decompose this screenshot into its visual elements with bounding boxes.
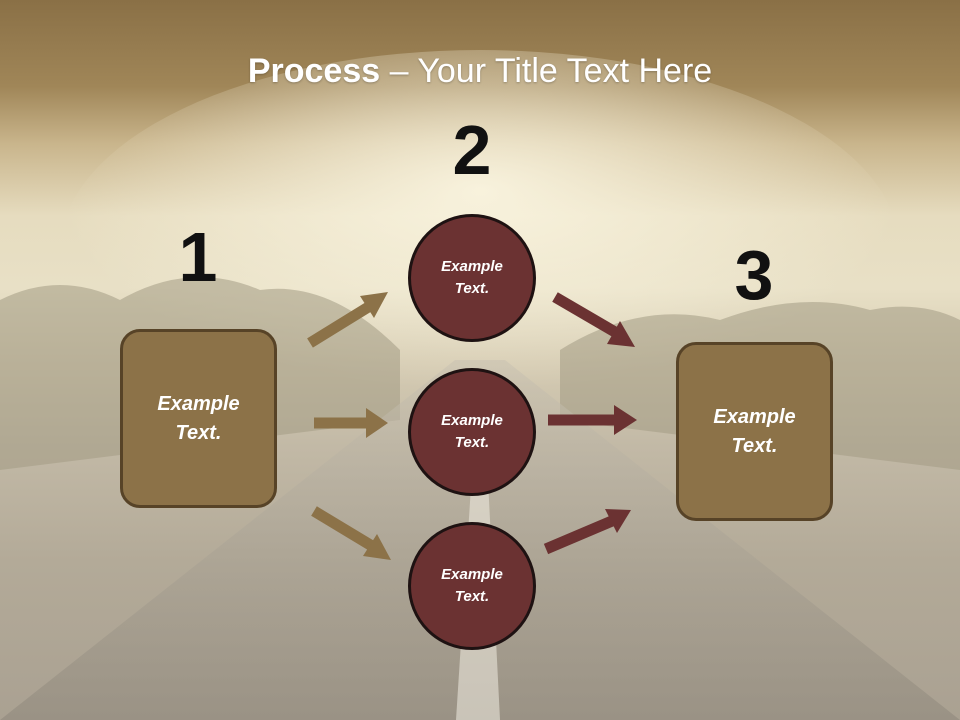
step-box-3-label: Example Text. bbox=[713, 405, 796, 457]
circle-bottom-label: Example Text. bbox=[441, 565, 503, 606]
step-box-3: Example Text. bbox=[676, 342, 833, 521]
arrow-circle-top-to-box3 bbox=[552, 292, 635, 347]
step-number-2: 2 bbox=[452, 111, 492, 189]
arrow-box1-to-circle-top bbox=[307, 292, 388, 348]
circle-middle-label: Example Text. bbox=[441, 411, 503, 452]
circle-middle: Example Text. bbox=[408, 368, 536, 496]
arrow-box1-to-circle-middle bbox=[314, 408, 388, 438]
step-number-1: 1 bbox=[178, 218, 218, 296]
arrow-circle-middle-to-box3 bbox=[548, 405, 637, 435]
step-box-1: Example Text. bbox=[120, 329, 277, 508]
step-box-1-label: Example Text. bbox=[157, 392, 240, 444]
arrow-circle-bottom-to-box3 bbox=[543, 509, 631, 555]
slide-title: Process – Your Title Text Here bbox=[0, 52, 960, 91]
title-rest: – Your Title Text Here bbox=[380, 52, 713, 90]
circle-top-label: Example Text. bbox=[441, 257, 503, 298]
circle-top: Example Text. bbox=[408, 214, 536, 342]
title-bold: Process bbox=[247, 52, 381, 90]
step-number-3: 3 bbox=[734, 236, 774, 314]
arrow-box1-to-circle-bottom bbox=[311, 506, 391, 560]
circle-bottom: Example Text. bbox=[408, 522, 536, 650]
